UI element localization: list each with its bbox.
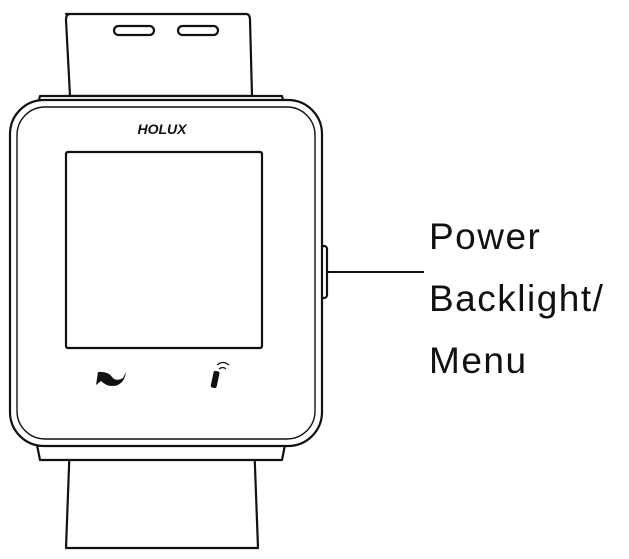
back-arrow-icon[interactable] xyxy=(96,371,126,386)
strap-slot-left xyxy=(112,24,156,37)
callout-label-menu: Menu xyxy=(429,340,528,381)
remote-control-icon[interactable] xyxy=(210,361,230,389)
callout-label-backlight: Backlight/ xyxy=(429,278,605,319)
strap-slot-right xyxy=(176,24,220,37)
callout-label-power: Power xyxy=(429,216,542,257)
brand-logo: HOLUX xyxy=(138,121,189,137)
upper-strap xyxy=(64,12,254,98)
watch-screen xyxy=(64,150,264,350)
